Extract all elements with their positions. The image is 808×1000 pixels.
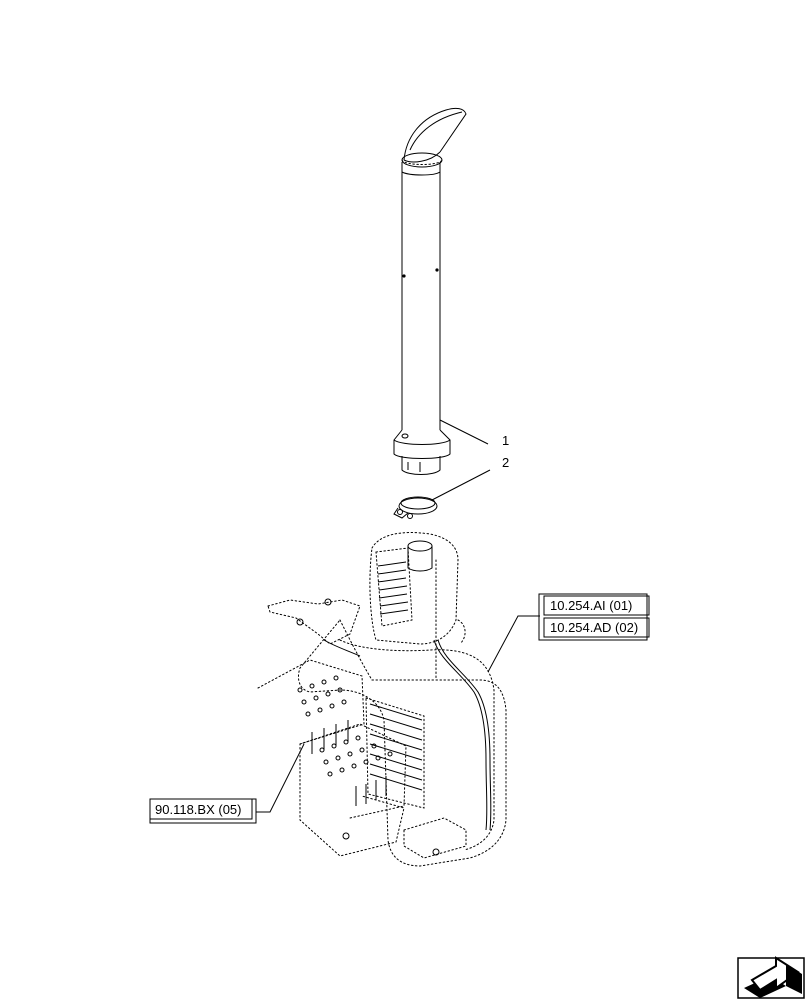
leader-line-1 <box>439 419 489 445</box>
side-grille <box>365 697 425 809</box>
part-number-2[interactable]: 2 <box>502 455 509 470</box>
reference-link-90-118-bx[interactable]: 90.118.BX (05) <box>155 802 241 817</box>
step-perforations <box>297 675 393 777</box>
reference-link-10-254-ad[interactable]: 10.254.AD (02) <box>550 620 638 635</box>
precleaner-grille <box>377 561 409 615</box>
hood-assembly <box>257 532 507 867</box>
leader-line-ref-a <box>487 615 540 673</box>
leader-line-ref-c <box>256 743 305 813</box>
reference-link-10-254-ai[interactable]: 10.254.AI (01) <box>550 598 632 613</box>
reference-box-stack <box>538 593 650 641</box>
hose-clamp <box>393 496 438 519</box>
part-number-1[interactable]: 1 <box>502 433 509 448</box>
leader-line-2 <box>431 469 491 501</box>
reference-box-single <box>149 798 257 824</box>
next-page-arrow-icon[interactable] <box>737 956 805 999</box>
exhaust-pipe <box>393 107 467 475</box>
